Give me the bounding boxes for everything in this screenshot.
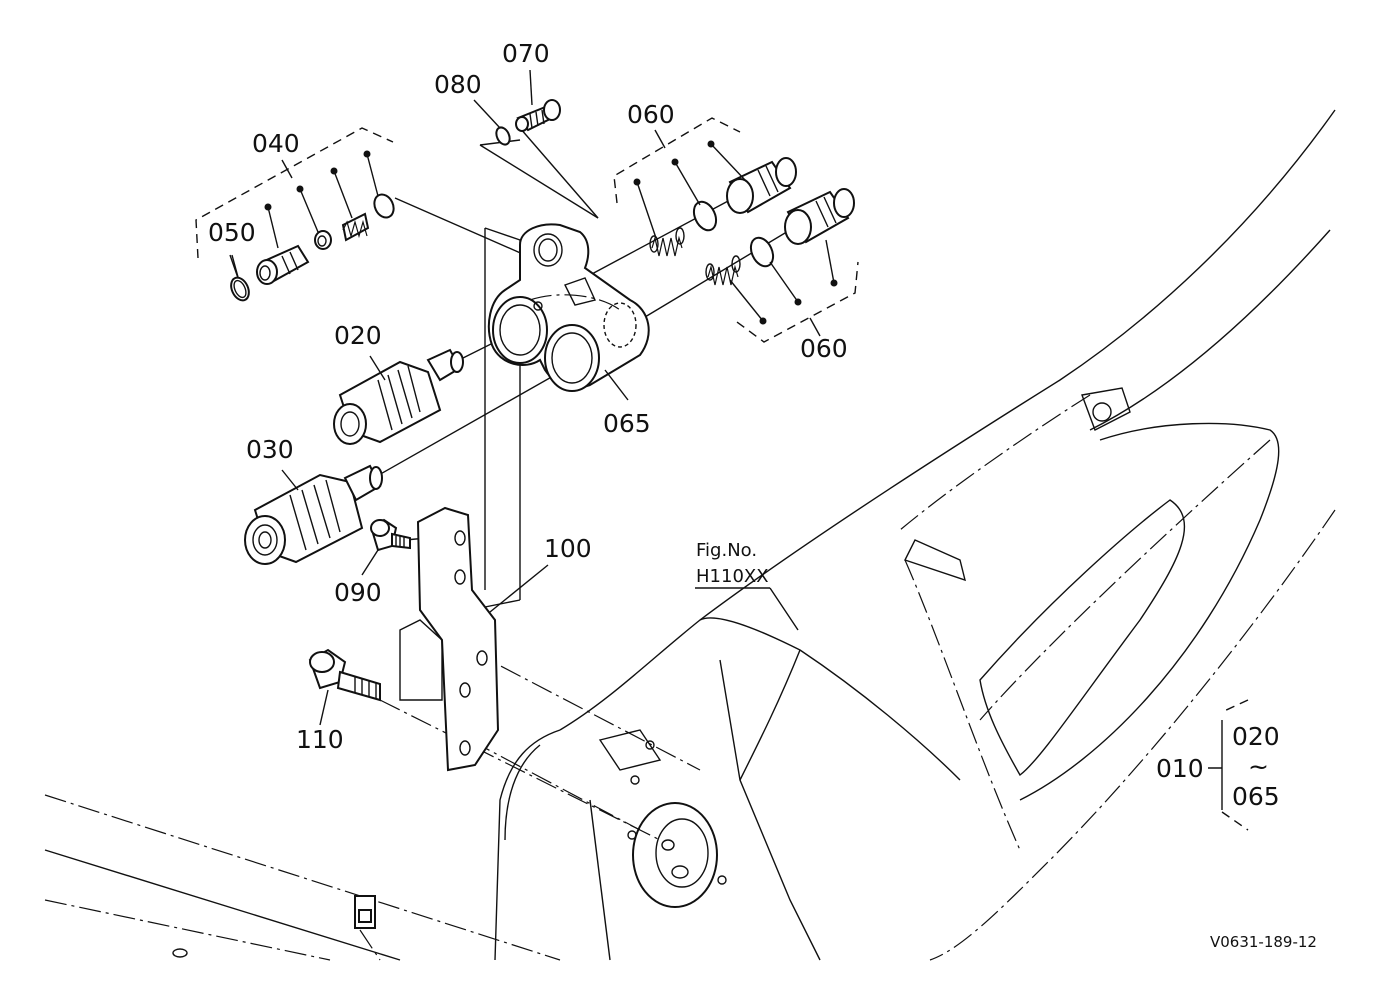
leader-lines [229, 69, 1249, 831]
label-010: 010 [1156, 754, 1204, 783]
part-040-o-ring[interactable] [371, 191, 397, 220]
label-range-from: 020 [1232, 722, 1280, 751]
label-range-sep: ~ [1248, 752, 1269, 781]
part-060-fitting-lower[interactable] [784, 188, 855, 245]
part-060-spring-upper[interactable] [649, 227, 685, 257]
leader-figref [769, 587, 799, 631]
leader-065 [604, 369, 629, 401]
label-110: 110 [296, 725, 344, 754]
label-070: 070 [502, 39, 550, 68]
part-110-bolt[interactable] [308, 648, 381, 702]
label-020: 020 [334, 321, 382, 350]
part-040-spring[interactable] [341, 212, 370, 242]
part-060-spring-lower[interactable] [705, 255, 741, 286]
part-060-fitting-upper[interactable] [726, 157, 797, 214]
bracket-010 [1208, 720, 1223, 810]
leader-050 [229, 254, 239, 279]
leader-090 [361, 549, 379, 576]
label-050: 050 [208, 218, 256, 247]
part-070-fitting[interactable] [515, 99, 561, 132]
leader-020 [369, 355, 386, 381]
part-040-ball[interactable] [314, 230, 332, 250]
boom-frame [44, 109, 1336, 961]
part-065-valve-body[interactable] [487, 223, 650, 392]
label-065: 065 [603, 409, 651, 438]
figref-line2: H110XX [696, 566, 769, 587]
part-labels: 070 080 040 050 060 060 020 030 065 090 … [208, 39, 1317, 951]
kit-060-upper-bracket [613, 117, 746, 239]
part-040-fitting[interactable] [256, 244, 310, 285]
label-040: 040 [252, 129, 300, 158]
part-100-bracket[interactable] [399, 506, 500, 772]
part-030-coupler[interactable] [244, 464, 383, 565]
drawing-code: V0631-189-12 [1210, 933, 1317, 951]
kit-060-lower-bracket [729, 239, 859, 343]
part-020-coupler[interactable] [333, 348, 464, 445]
label-030: 030 [246, 435, 294, 464]
label-060-lower: 060 [800, 334, 848, 363]
label-090: 090 [334, 578, 382, 607]
leader-030 [281, 469, 299, 491]
leader-110 [319, 689, 329, 726]
part-090-bolt[interactable] [370, 518, 411, 552]
leader-100 [489, 564, 549, 613]
label-060-upper: 060 [627, 100, 675, 129]
part-060-o-ring-lower[interactable] [747, 234, 778, 270]
leader-070 [529, 69, 533, 106]
label-range-to: 065 [1232, 782, 1280, 811]
kit-040-bracket [195, 127, 394, 278]
label-080: 080 [434, 70, 482, 99]
label-100: 100 [544, 534, 592, 563]
figref-line1: Fig.No. [696, 540, 757, 561]
part-050-o-ring[interactable] [228, 275, 253, 304]
leader-080 [473, 99, 501, 129]
part-060-o-ring-upper[interactable] [690, 198, 721, 234]
